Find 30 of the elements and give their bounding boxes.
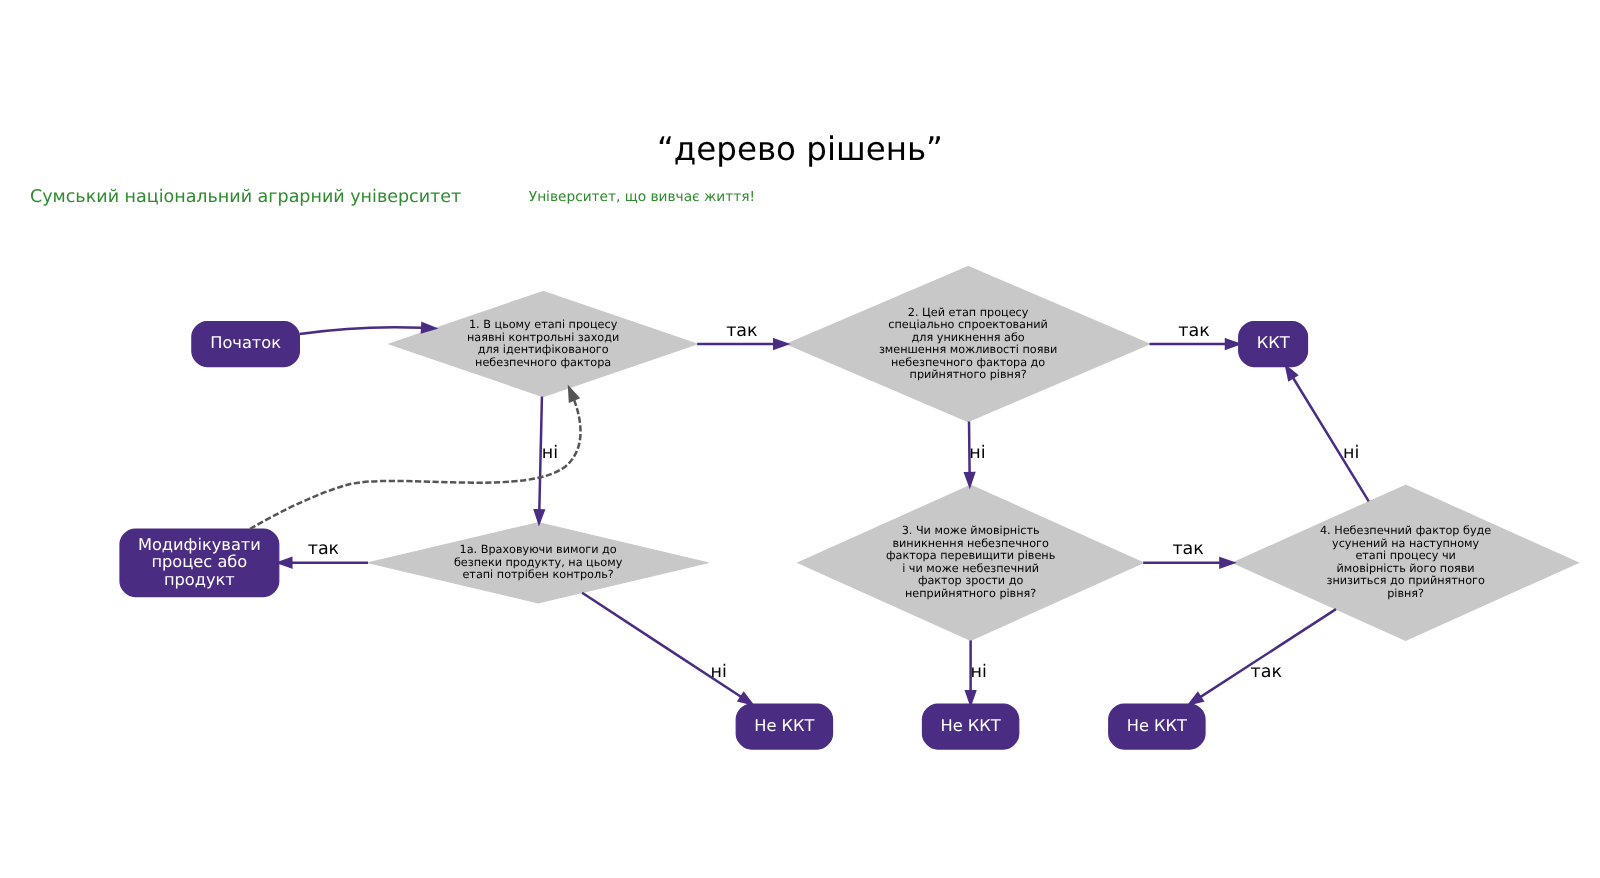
arrow <box>964 640 977 708</box>
edge-label: ні <box>710 662 727 683</box>
arrow <box>1143 556 1237 569</box>
edge-label: так <box>1172 540 1204 561</box>
edge-label: так <box>1178 321 1210 342</box>
arrow <box>1186 608 1337 707</box>
edge-label: ні <box>541 444 559 464</box>
edge-label: так <box>307 540 340 561</box>
arrow <box>275 556 368 569</box>
edge-label: ні <box>1343 444 1360 464</box>
diagram-title: “дерево рішень” <box>657 130 943 168</box>
arrow <box>581 591 755 706</box>
arrow <box>299 321 439 336</box>
node-box: Не ККТ <box>735 703 834 750</box>
arrow <box>249 384 582 530</box>
arrow <box>1284 363 1370 502</box>
edge-label: так <box>1250 662 1282 683</box>
edge-label: так <box>726 321 758 342</box>
edge-label: ні <box>969 444 986 464</box>
edge-label: ні <box>970 662 987 683</box>
node-box: Модифікувати процес або продукт <box>119 528 280 598</box>
node-box: ККТ <box>1238 320 1309 368</box>
node-box: Не ККТ <box>1108 703 1206 750</box>
label: Сумський національний аграрний університет <box>29 188 462 209</box>
arrow <box>697 337 791 351</box>
arrow <box>533 396 546 527</box>
node-box: Початок <box>191 320 300 368</box>
arrow <box>1149 337 1243 351</box>
node-box: Не ККТ <box>921 703 1020 750</box>
arrow <box>963 421 976 490</box>
